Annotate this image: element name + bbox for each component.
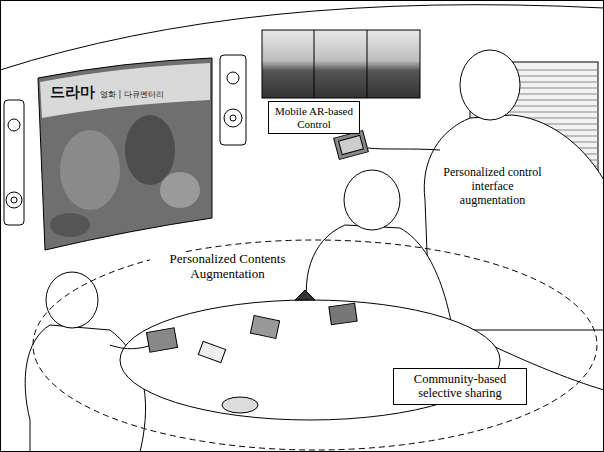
- mid-speaker: [220, 55, 246, 145]
- community-boundary-part: [33, 240, 597, 450]
- left-speaker: [4, 100, 24, 225]
- mid-speaker-part: [224, 109, 242, 127]
- table-devices-part: [198, 341, 225, 362]
- center-display-part: [314, 30, 315, 98]
- mid-speaker-part: [230, 115, 236, 121]
- box-text: Community-based selective sharing: [399, 372, 521, 401]
- center-display: [262, 30, 420, 98]
- annotation-label: 드라마: [50, 84, 100, 101]
- annotation-label: 영화 | 다큐멘터리: [100, 90, 190, 99]
- left-speaker-part: [11, 197, 17, 203]
- center-display-part: [262, 30, 420, 98]
- box-text: Mobile AR-based Control: [274, 105, 354, 130]
- tv-screen-part: [60, 130, 120, 210]
- held-phone: [334, 130, 369, 159]
- left-speaker-part: [6, 192, 22, 208]
- center-display-part: [367, 30, 368, 98]
- table-devices-part: [222, 397, 258, 413]
- label-box: Mobile AR-based Control: [268, 101, 360, 134]
- held-phone-part: [334, 130, 369, 159]
- annotation-label: Personalized Contents Augmentation: [150, 252, 305, 282]
- right-person-part: [460, 50, 520, 120]
- mid-speaker-part: [227, 72, 239, 84]
- table-devices-part: [250, 315, 279, 338]
- annotation-label: Personalized control interface augmentat…: [440, 166, 545, 207]
- table-devices-part: [329, 303, 357, 324]
- middle-person-part: [344, 170, 400, 230]
- tv-screen-part: [40, 63, 210, 118]
- tv-screen-part: [50, 213, 90, 237]
- left-speaker-part: [4, 100, 24, 225]
- left-speaker-part: [8, 119, 20, 131]
- right-person-part: [424, 115, 604, 330]
- mid-speaker-part: [220, 55, 246, 145]
- left-person-part: [46, 272, 98, 328]
- held-phone-part: [339, 135, 364, 154]
- table-devices: [146, 290, 357, 413]
- table-devices-part: [146, 328, 177, 353]
- label-box: Community-based selective sharing: [393, 368, 527, 405]
- right-person-part: [368, 148, 440, 150]
- tv-screen-part: [160, 172, 200, 208]
- tv-screen: [38, 58, 212, 250]
- table-devices-part: [295, 290, 315, 300]
- tv-screen-part: [125, 115, 175, 185]
- tv-screen-part: [38, 58, 212, 250]
- community-boundary: [33, 240, 597, 450]
